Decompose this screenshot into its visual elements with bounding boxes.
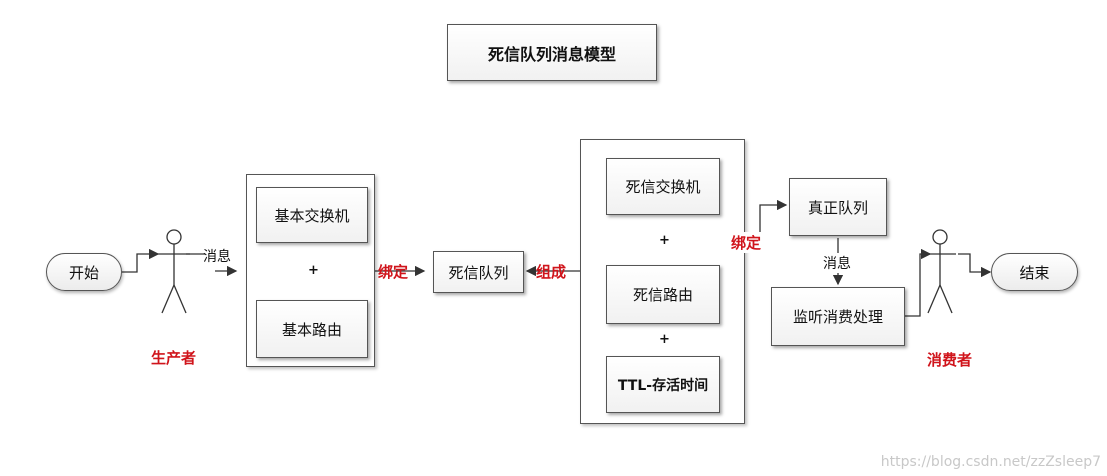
dead-exchange-box: 死信交换机 — [606, 158, 720, 215]
start-to-producer-arrow — [122, 248, 160, 273]
diagram-title: 死信队列消息模型 — [447, 24, 657, 81]
message-label-right: 消息 — [823, 253, 851, 273]
producer-label: 生产者 — [151, 349, 197, 367]
bind-label-left: 绑定 — [378, 263, 409, 281]
consumer-to-end-arrow — [958, 253, 992, 278]
basic-routing-box: 基本路由 — [256, 300, 368, 358]
consumer-actor-icon — [926, 229, 956, 314]
real-queue-box: 真正队列 — [789, 178, 887, 236]
producer-actor-icon — [158, 229, 190, 314]
message-label-left: 消息 — [203, 249, 231, 265]
dead-plus-sign-2: + — [659, 332, 670, 347]
dead-plus-sign-1: + — [659, 233, 670, 248]
compose-label: 组成 — [536, 263, 567, 281]
dead-letter-queue-box: 死信队列 — [433, 251, 524, 293]
basic-plus-sign: + — [308, 263, 319, 278]
listener-box: 监听消费处理 — [771, 287, 905, 346]
ttl-box: TTL-存活时间 — [606, 356, 720, 413]
listener-to-consumer-arrow — [905, 248, 932, 317]
end-node: 结束 — [991, 253, 1078, 291]
consumer-label: 消费者 — [927, 351, 973, 369]
basic-exchange-box: 基本交换机 — [256, 187, 368, 243]
watermark-text: https://blog.csdn.net/zzZsleep7 — [880, 454, 1101, 470]
start-node: 开始 — [46, 253, 122, 291]
dead-routing-box: 死信路由 — [606, 265, 720, 324]
bind-label-right: 绑定 — [731, 232, 762, 253]
